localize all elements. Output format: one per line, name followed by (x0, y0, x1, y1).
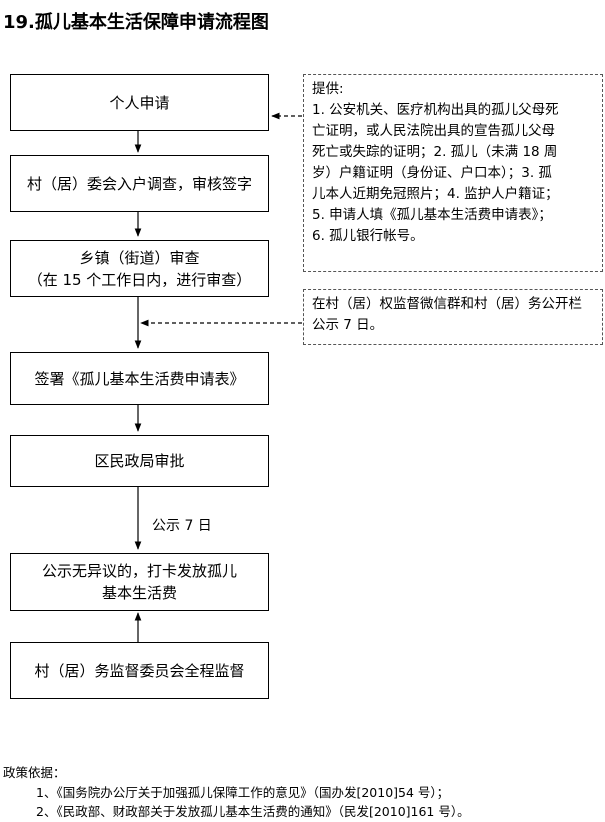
step-sign-application-form: 签署《孤儿基本生活费申请表》 (10, 352, 269, 405)
edge-label-publicity: 公示 7 日 (152, 518, 212, 534)
policy-item-2: 2、《民政部、财政部关于发放孤儿基本生活费的通知》（民发[2010]161 号）… (36, 804, 470, 819)
step-district-approval: 区民政局审批 (10, 435, 269, 487)
note-publicity-notice: 在村（居）权监督微信群和村（居）务公开栏 公示 7 日。 (303, 289, 603, 345)
note-1-line-8: 6. 孤儿银行帐号。 (312, 228, 424, 244)
policy-heading: 政策依据： (3, 765, 66, 780)
step-3-line-1: 乡镇（街道）审查 (79, 248, 200, 267)
step-4-line-1: 签署《孤儿基本生活费申请表》 (34, 369, 245, 388)
policy-basis: 政策依据： (3, 763, 66, 783)
note-1-line-6: 儿本人近期免冠照片；4. 监护人户籍证； (312, 186, 559, 202)
step-3-line-2: （在 15 个工作日内，进行审查） (27, 270, 252, 289)
note-1-line-5: 岁）户籍证明（身份证、户口本）；3. 孤 (312, 165, 552, 181)
step-5-line-1: 区民政局审批 (94, 452, 185, 470)
step-supervision-committee: 村（居）务监督委员会全程监督 (10, 642, 269, 699)
step-township-review: 乡镇（街道）审查 （在 15 个工作日内，进行审查） (10, 240, 269, 297)
step-6-line-2: 基本生活费 (101, 584, 177, 602)
step-6-line-1: 公示无异议的，打卡发放孤儿 (41, 562, 237, 580)
step-7-line-1: 村（居）务监督委员会全程监督 (34, 661, 245, 680)
policy-item-1: 1、《国务院办公厅关于加强孤儿保障工作的意见》（国办发[2010]54 号）； (36, 785, 450, 800)
note-1-line-2: 1. 公安机关、医疗机构出具的孤儿父母死 (312, 102, 559, 118)
step-2-line-1: 村（居）委会入户调查，审核签字 (26, 174, 252, 193)
note-2-line-2: 公示 7 日。 (312, 317, 384, 333)
note-2-line-1: 在村（居）权监督微信群和村（居）务公开栏 (312, 296, 582, 312)
page-title: 19.孤儿基本生活保障申请流程图 (3, 12, 269, 33)
note-1-line-7: 5. 申请人填《孤儿基本生活费申请表》； (312, 207, 552, 223)
note-required-documents: 提供: 1. 公安机关、医疗机构出具的孤儿父母死 亡证明，或人民法院出具的宣告孤… (303, 74, 603, 272)
note-1-line-3: 亡证明，或人民法院出具的宣告孤儿父母 (312, 123, 555, 139)
step-issue-living-allowance: 公示无异议的，打卡发放孤儿 基本生活费 (10, 553, 269, 611)
note-1-line-1: 提供: (312, 81, 344, 97)
step-1-line-1: 个人申请 (109, 93, 170, 112)
step-personal-application: 个人申请 (10, 74, 269, 131)
step-village-committee-review: 村（居）委会入户调查，审核签字 (10, 155, 269, 212)
note-1-line-4: 死亡或失踪的证明；2. 孤儿（未满 18 周 (312, 144, 558, 160)
